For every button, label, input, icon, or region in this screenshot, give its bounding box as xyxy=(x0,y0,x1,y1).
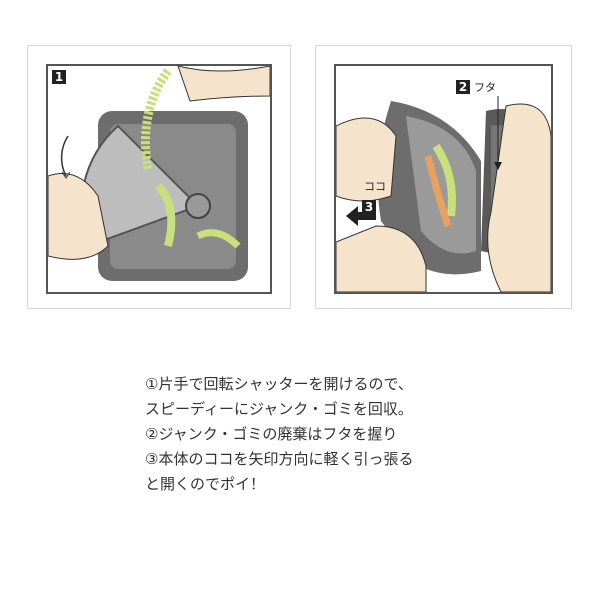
lid-badge: 2 xyxy=(456,80,470,94)
lid-label: フタ xyxy=(474,81,496,94)
instructions-caption: ①片手で回転シャッターを開けるので、 スピーディーにジャンク・ゴミを回収。 ②ジ… xyxy=(145,372,413,497)
lid-opening-illustration xyxy=(336,96,551,292)
caption-line: ③本体のココを矢印方向に軽く引っ張る xyxy=(145,450,414,468)
pull-arrow-icon xyxy=(346,206,376,226)
caption-line: と開くのでポイ！ xyxy=(145,475,266,493)
pull-badge: 3 xyxy=(362,200,376,214)
caption-line: ①片手で回転シャッターを開けるので、 xyxy=(145,375,413,393)
caption-line: スピーディーにジャンク・ゴミを回収。 xyxy=(145,400,413,418)
rotary-shutter-illustration xyxy=(48,66,270,281)
caption-line: ②ジャンク・ゴミの廃棄はフタを握り xyxy=(145,425,398,443)
step1-illustration: 1 xyxy=(46,64,272,294)
step1-panel: 1 xyxy=(27,45,291,309)
step2-panel: 2 フタ ココ 3 xyxy=(315,45,572,309)
step2-illustration: 2 フタ ココ 3 xyxy=(334,64,553,294)
here-label: ココ xyxy=(364,180,386,193)
step-1-badge: 1 xyxy=(52,70,66,84)
